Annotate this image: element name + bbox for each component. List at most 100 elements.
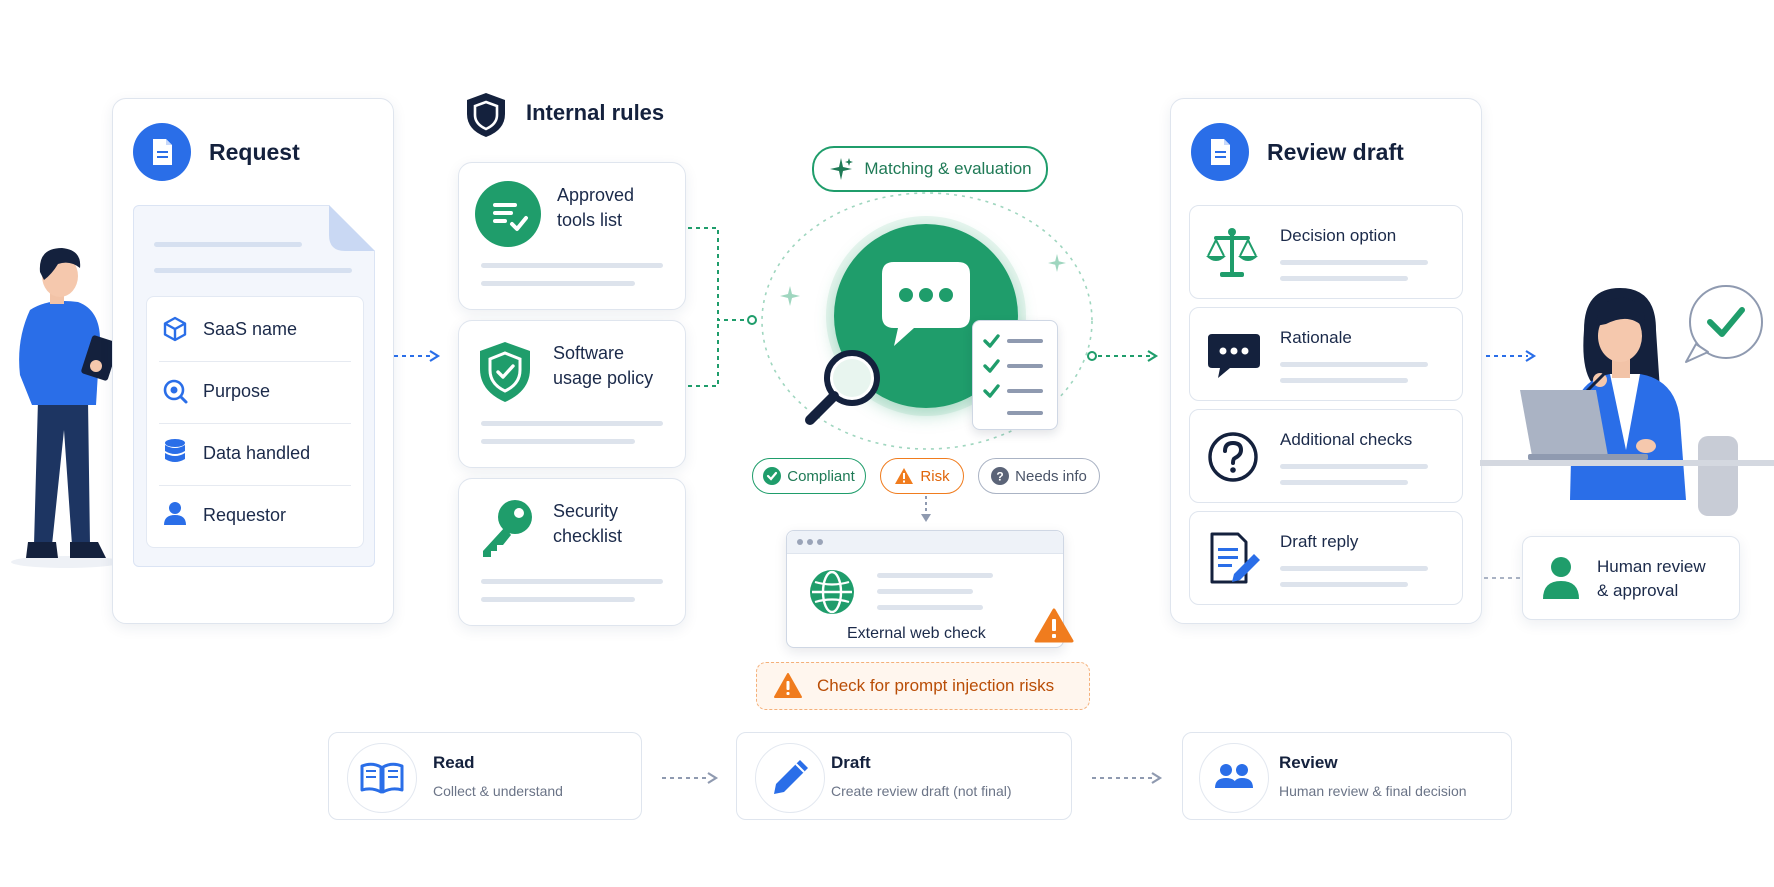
status-risk-badge: Risk xyxy=(880,458,964,494)
human-review-label: Human review xyxy=(1597,557,1706,576)
rule-card-security-checklist: Security checklist xyxy=(458,478,686,626)
step-icon-circle xyxy=(347,743,417,813)
rule-label: checklist xyxy=(553,526,623,546)
document-icon xyxy=(1191,123,1249,181)
question-circle-icon: ? xyxy=(991,467,1010,485)
rule-label: Approved xyxy=(557,185,635,205)
matching-evaluation-label: Matching & evaluation xyxy=(864,159,1032,178)
globe-icon xyxy=(810,570,854,614)
rule-label: usage policy xyxy=(553,368,654,388)
list-check-icon xyxy=(475,181,541,247)
step-draft: Draft Create review draft (not final) xyxy=(736,732,1072,820)
status-needs-info-badge: ? Needs info xyxy=(978,458,1100,494)
prompt-injection-label: Check for prompt injection risks xyxy=(817,676,1055,695)
review-skeleton-line xyxy=(1280,582,1408,587)
review-draft-title: Review draft xyxy=(1267,139,1404,165)
document-pen-icon xyxy=(1210,532,1260,584)
review-item-label: Decision option xyxy=(1280,226,1397,245)
human-review-label: & approval xyxy=(1597,581,1679,600)
divider xyxy=(159,361,351,362)
step-subtitle: Collect & understand xyxy=(433,783,563,799)
rule-card-usage-policy: Software usage policy xyxy=(458,320,686,468)
window-dot xyxy=(797,539,803,545)
field-data-handled: Data handled xyxy=(203,443,311,463)
request-card: Request SaaS name Purpose Data handled R… xyxy=(112,98,394,624)
status-label: Compliant xyxy=(787,467,855,485)
field-saas-name: SaaS name xyxy=(203,319,298,339)
rule-label: tools list xyxy=(557,210,623,230)
web-skeleton-line xyxy=(877,573,993,578)
paper-fold-icon xyxy=(329,205,375,251)
status-label: Needs info xyxy=(1015,467,1087,485)
speech-bubble-icon xyxy=(1208,334,1260,378)
field-purpose: Purpose xyxy=(203,381,271,401)
paper-skeleton-line xyxy=(154,268,352,273)
warning-icon xyxy=(774,673,802,698)
rule-skeleton-line xyxy=(481,597,635,602)
flow-arrow xyxy=(394,350,441,362)
rule-skeleton-line xyxy=(481,421,663,426)
step-review: Review Human review & final decision xyxy=(1182,732,1512,820)
review-skeleton-line xyxy=(1280,480,1408,485)
prompt-injection-warning: Check for prompt injection risks xyxy=(756,662,1090,710)
users-icon xyxy=(1215,764,1253,788)
review-item-label: Rationale xyxy=(1280,328,1352,347)
paper-skeleton-line xyxy=(154,242,302,247)
review-item-draft-reply: Draft reply xyxy=(1189,511,1463,605)
window-dot xyxy=(807,539,813,545)
user-icon xyxy=(164,502,186,525)
review-item-decision-option: Decision option xyxy=(1189,205,1463,299)
review-skeleton-line xyxy=(1280,378,1408,383)
step-subtitle: Create review draft (not final) xyxy=(831,783,1012,799)
open-book-icon xyxy=(360,762,404,794)
flow-arrow xyxy=(662,772,719,784)
cube-icon xyxy=(163,316,187,342)
user-icon xyxy=(1543,557,1579,599)
human-review-approval-card: Human review & approval xyxy=(1522,536,1740,620)
divider xyxy=(159,423,351,424)
requestor-person-illustration xyxy=(11,248,121,568)
external-web-check-window: External web check xyxy=(786,530,1064,648)
step-read: Read Collect & understand xyxy=(328,732,642,820)
rule-label: Software xyxy=(553,343,625,363)
status-compliant-badge: Compliant xyxy=(752,458,866,494)
key-icon xyxy=(483,500,532,557)
internal-rules-title: Internal rules xyxy=(526,100,665,125)
rules-connector-lines xyxy=(688,227,757,387)
scales-icon xyxy=(1206,228,1258,277)
review-item-additional-checks: Additional checks xyxy=(1189,409,1463,503)
review-skeleton-line xyxy=(1280,464,1428,469)
shield-check-icon xyxy=(480,342,530,402)
pencil-icon xyxy=(774,760,808,794)
flow-arrow xyxy=(1092,772,1163,784)
evaluation-orbit xyxy=(761,192,1093,450)
database-icon xyxy=(165,439,185,462)
question-circle-icon xyxy=(1208,432,1258,482)
review-item-label: Additional checks xyxy=(1280,430,1413,449)
chat-bubble-icon xyxy=(882,262,970,346)
review-connector-line xyxy=(1484,577,1522,579)
rule-skeleton-line xyxy=(481,579,663,584)
flow-arrow xyxy=(1087,350,1159,362)
rule-skeleton-line xyxy=(481,439,635,444)
window-dot xyxy=(817,539,823,545)
web-skeleton-line xyxy=(877,605,983,610)
request-paper: SaaS name Purpose Data handled Requestor xyxy=(133,205,375,567)
status-label: Risk xyxy=(920,467,950,485)
rule-label: Security xyxy=(553,501,619,521)
request-fields-list: SaaS name Purpose Data handled Requestor xyxy=(146,296,364,548)
review-item-label: Draft reply xyxy=(1280,532,1359,551)
web-skeleton-line xyxy=(877,589,973,594)
review-item-rationale: Rationale xyxy=(1189,307,1463,401)
review-skeleton-line xyxy=(1280,362,1428,367)
step-title: Review xyxy=(1279,753,1338,772)
checklist-card xyxy=(972,320,1058,430)
sparkle-icon xyxy=(1048,254,1066,272)
checklist-icon xyxy=(983,334,1043,415)
divider xyxy=(159,485,351,486)
external-web-check-label: External web check xyxy=(847,625,986,642)
sparkle-icon xyxy=(830,158,854,180)
rule-card-approved-tools: Approved tools list xyxy=(458,162,686,310)
rule-skeleton-line xyxy=(481,263,663,268)
reviewer-person-illustration xyxy=(1480,285,1774,516)
